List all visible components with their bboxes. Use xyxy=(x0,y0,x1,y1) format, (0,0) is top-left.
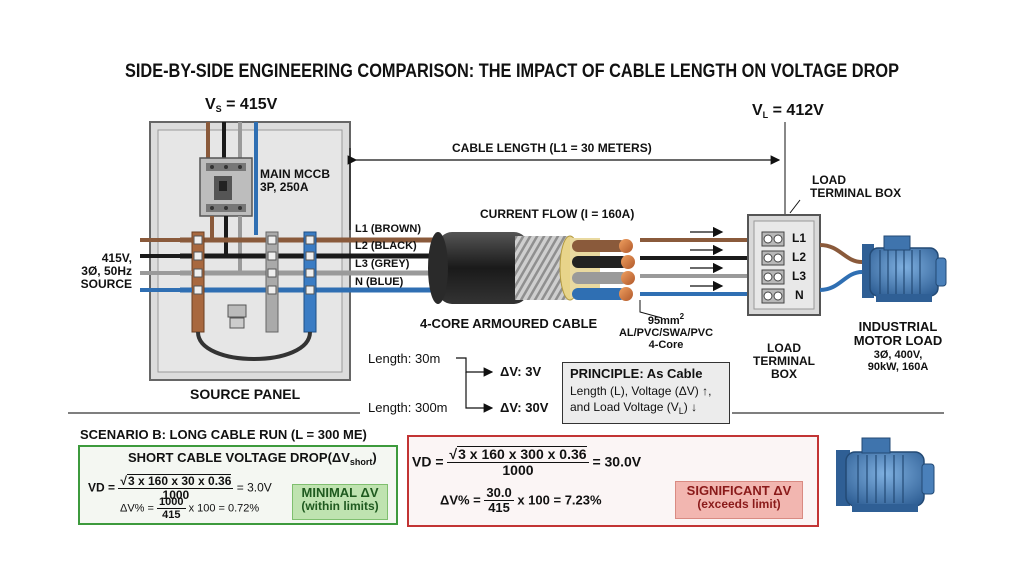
armoured-cable xyxy=(428,232,635,304)
phase-label-n: N (BLUE) xyxy=(355,276,404,288)
panel-loop-cable xyxy=(196,331,312,361)
busbar-grey xyxy=(265,231,279,333)
principle-text: PRINCIPLE: As Cable Length (L), Voltage … xyxy=(570,366,712,416)
mccb-breaker xyxy=(199,157,253,217)
motor-feed-blue xyxy=(819,270,863,292)
page-title: SIDE-BY-SIDE ENGINEERING COMPARISON: THE… xyxy=(124,61,900,82)
motor-label: INDUSTRIAL MOTOR LOAD 3Ø, 400V, 90kW, 16… xyxy=(853,319,943,373)
current-flow-arrows xyxy=(690,226,724,292)
dv-30v-label: ΔV: 30V xyxy=(500,400,549,415)
short-cable-title: SHORT CABLE VOLTAGE DROP(ΔVshort) xyxy=(128,450,377,467)
cable-length-label: CABLE LENGTH (L1 = 30 METERS) xyxy=(452,141,652,155)
length-30-bracket xyxy=(456,357,494,377)
earth-terminal xyxy=(227,304,247,318)
load-voltage-label: VL = 412V xyxy=(752,102,824,120)
phase-label-l2: L2 (BLACK) xyxy=(355,240,417,252)
current-flow-label: CURRENT FLOW (I = 160A) xyxy=(480,207,635,221)
principle-box xyxy=(562,362,730,424)
source-panel-label: SOURCE PANEL xyxy=(190,386,301,402)
phase-label-l1: L1 (BROWN) xyxy=(355,223,421,235)
busbar-blue xyxy=(303,231,317,333)
motor-feed-brown xyxy=(819,243,863,264)
terminal-label-l2: L2 xyxy=(792,250,807,264)
minimal-dv-text: MINIMAL ΔV(within limits) xyxy=(301,485,379,514)
earth-terminal-2 xyxy=(229,317,245,329)
significant-dv-badge xyxy=(675,481,803,519)
terminal-label-l1: L1 xyxy=(792,231,807,245)
terminal-label-l3: L3 xyxy=(792,269,807,283)
significant-dv-text: SIGNIFICANT ΔV(exceeds limit) xyxy=(686,483,792,512)
terminal-blocks xyxy=(761,231,785,304)
length-300m-label: Length: 300m xyxy=(368,400,448,415)
cable-spec-label: 95mm2 AL/PVC/SWA/PVC 4-Core xyxy=(618,312,714,352)
dv-3v-label: ΔV: 3V xyxy=(500,364,542,379)
load-terminal-leader xyxy=(789,199,801,214)
busbar-brown xyxy=(191,231,205,333)
length-300-bracket xyxy=(465,372,494,413)
cable-spec-leader xyxy=(639,300,663,319)
scenario-b-heading: SCENARIO B: LONG CABLE RUN (L = 300 ME) xyxy=(80,427,367,442)
source-voltage-label: VS = 415V xyxy=(205,96,278,114)
terminal-label-n: N xyxy=(795,288,804,302)
length-30m-label: Length: 30m xyxy=(368,351,441,366)
phase-label-l3: L3 (GREY) xyxy=(355,258,410,270)
motor-top-graphic xyxy=(862,235,947,302)
minimal-dv-badge xyxy=(292,484,388,520)
motor-bottom-graphic xyxy=(836,437,935,512)
armoured-cable-label: 4-CORE ARMOURED CABLE xyxy=(420,316,598,331)
